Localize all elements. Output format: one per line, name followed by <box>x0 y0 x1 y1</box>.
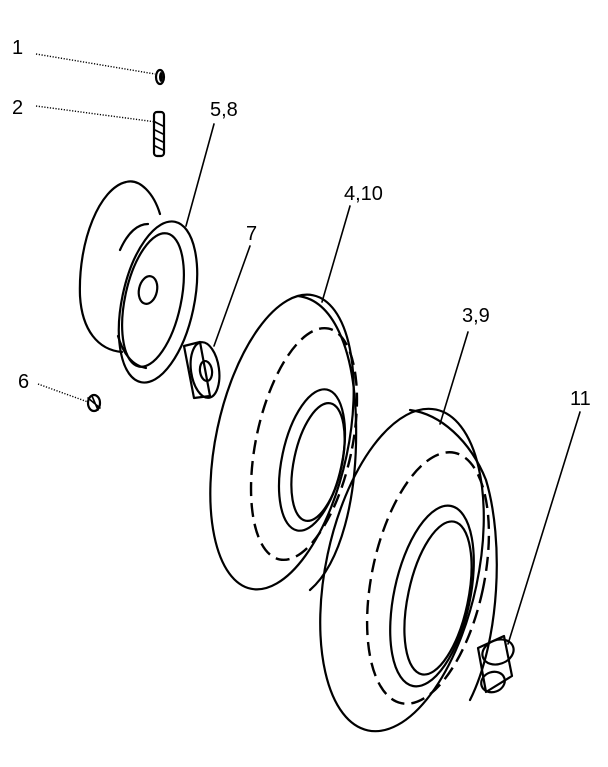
callout-2: 2 <box>12 97 23 119</box>
fitting-part-6 <box>86 393 102 413</box>
leader-lines <box>35 53 581 645</box>
callout-5-8: 5,8 <box>210 99 238 121</box>
leader-6 <box>37 383 89 403</box>
leader-11 <box>507 411 581 645</box>
leader-3-9 <box>439 331 469 425</box>
callout-11: 11 <box>570 388 591 410</box>
leader-1 <box>35 53 156 75</box>
callout-7: 7 <box>246 223 257 245</box>
bushing-part-7 <box>182 340 221 400</box>
leader-4-10 <box>321 205 351 303</box>
callout-6: 6 <box>18 371 29 393</box>
leader-7 <box>213 245 251 347</box>
screw-part-2 <box>152 110 166 158</box>
callout-1: 1 <box>12 37 23 59</box>
leader-2 <box>35 105 157 123</box>
tire-parts-3-9 <box>319 407 498 733</box>
tire-parts-4-10 <box>209 293 359 592</box>
callout-3-9: 3,9 <box>462 305 490 327</box>
nut-part-1 <box>154 68 166 86</box>
callout-4-10: 4,10 <box>344 183 383 205</box>
leader-5-8 <box>185 123 215 227</box>
hub-parts-5-8 <box>78 180 199 384</box>
bearing-part-11 <box>476 634 515 694</box>
